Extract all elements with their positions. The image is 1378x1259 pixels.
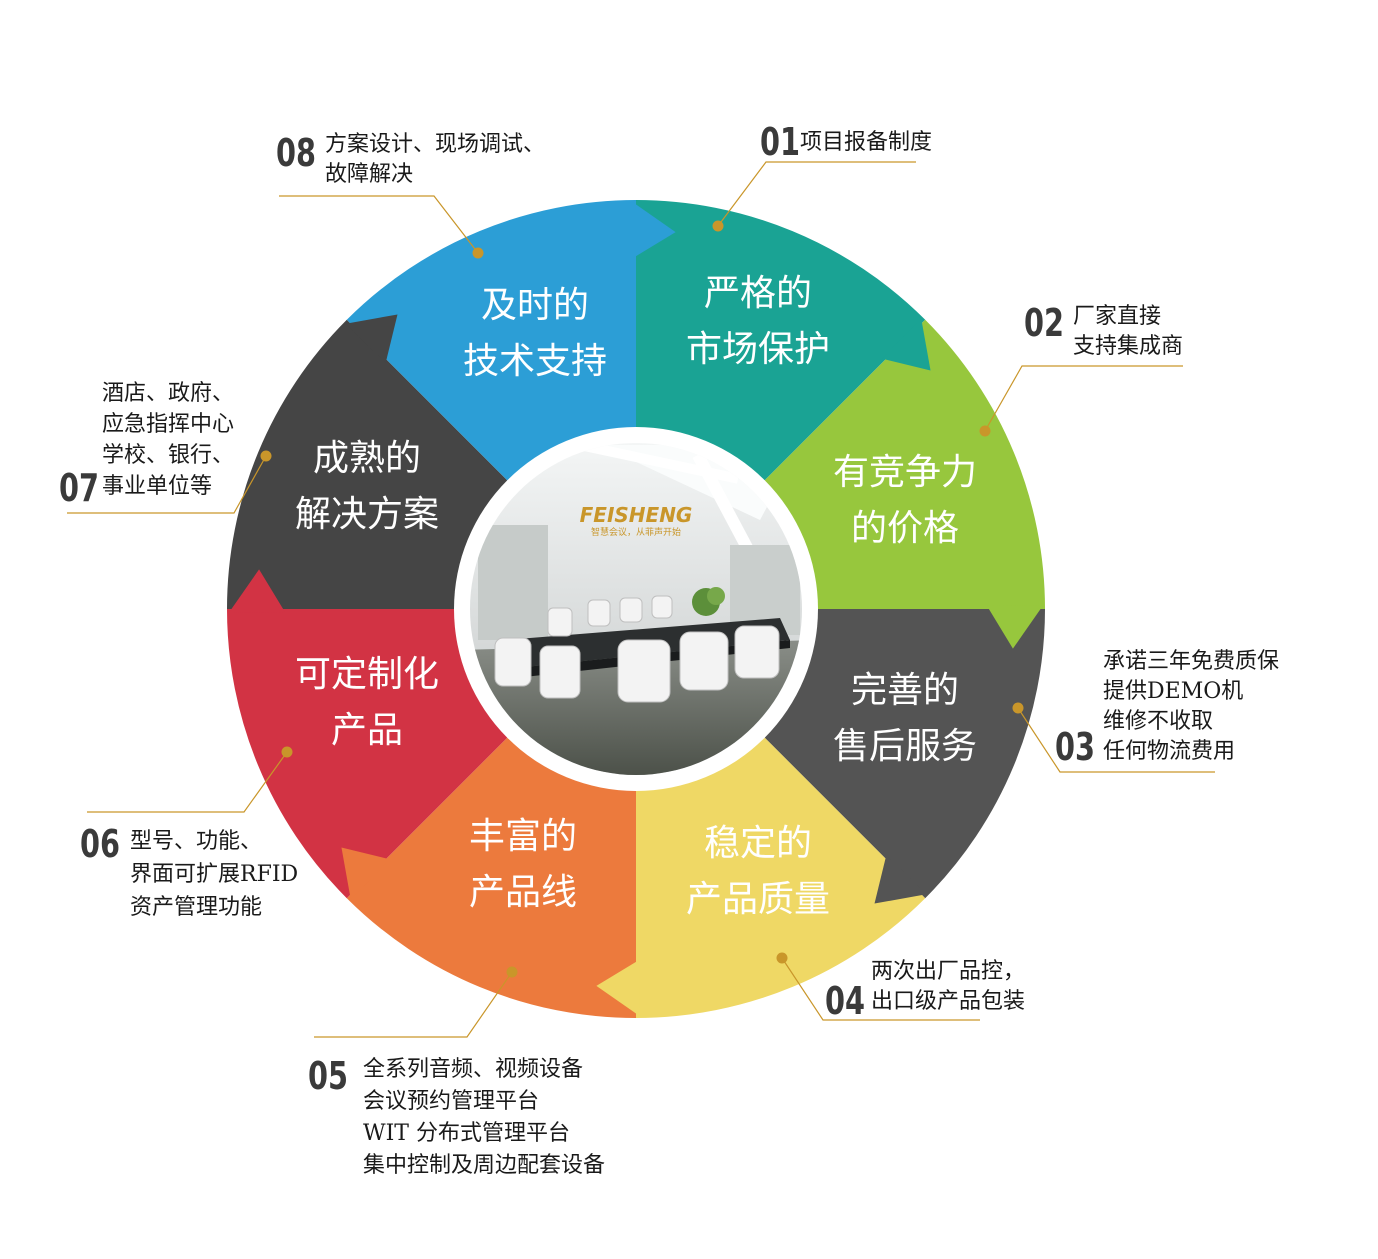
segment-label: 严格的 — [704, 273, 812, 314]
brand-logo: FEISHENG — [580, 503, 693, 527]
leader-dot — [1012, 702, 1024, 714]
segment-s08 — [346, 200, 636, 482]
segment-s05 — [346, 736, 636, 1018]
annotation-text: 厂家直接 — [1073, 304, 1161, 329]
annotation-text: 出口级产品包装 — [871, 989, 1025, 1014]
annotation-number: 06 — [80, 822, 120, 866]
segment-label: 产品质量 — [686, 879, 830, 920]
leader-dot — [712, 220, 724, 232]
annotation-text: 会议预约管理平台 — [363, 1089, 539, 1114]
annotation-text: 全系列音频、视频设备 — [363, 1057, 583, 1082]
annotation-text: 维修不收取 — [1103, 709, 1213, 734]
segment-s02 — [763, 319, 1045, 609]
annotation-text: 两次出厂品控， — [871, 959, 1025, 984]
leader-line — [1017, 707, 1215, 773]
leader-line — [781, 957, 980, 1021]
leader-dot — [260, 450, 272, 462]
segment-s06 — [227, 609, 509, 899]
annotation-text: 支持集成商 — [1073, 334, 1183, 359]
annotation-number: 02 — [1024, 301, 1064, 345]
segment-s03 — [763, 609, 1045, 899]
segment-label: 技术支持 — [463, 341, 607, 382]
segment-s07 — [227, 319, 509, 609]
annotation-number: 04 — [825, 979, 865, 1023]
annotation-text: 项目报备制度 — [800, 130, 932, 155]
annotation-number: 07 — [59, 466, 99, 510]
segment-label: 丰富的 — [469, 816, 577, 857]
segment-label: 市场保护 — [686, 329, 830, 370]
segment-label: 成熟的 — [313, 438, 421, 479]
annotation-text: 界面可扩展RFID — [130, 862, 298, 887]
leader-dot — [472, 247, 484, 259]
segment-label: 及时的 — [481, 285, 589, 326]
segment-label: 稳定的 — [704, 823, 812, 864]
segment-arrow — [596, 959, 640, 1016]
leader-line — [279, 195, 479, 254]
segment-arrow — [632, 202, 676, 259]
annotation-text: 方案设计、现场调试、 — [325, 132, 545, 157]
leader-line — [314, 971, 513, 1038]
segment-label: 可定制化 — [295, 654, 439, 695]
annotation-text: 故障解决 — [325, 162, 413, 187]
annotation-06: 06 型号、功能、界面可扩展RFID 资产管理功能 — [80, 822, 298, 920]
segment-s04 — [636, 736, 926, 1018]
annotation-text: 提供DEMO机 — [1103, 679, 1243, 704]
annotation-text: 学校、银行、 — [102, 443, 234, 468]
leader-dot — [281, 746, 293, 758]
segment-arrow — [882, 318, 931, 371]
segment-label: 产品线 — [469, 872, 577, 913]
leader-line — [984, 365, 1183, 432]
annotation-text: 应急指挥中心 — [102, 412, 234, 437]
segment-arrow — [986, 605, 1043, 649]
segment-arrow — [345, 314, 398, 363]
annotation-text: 承诺三年免费质保 — [1103, 649, 1279, 674]
leader-line — [717, 161, 916, 227]
leader-lines — [67, 161, 1215, 1038]
leader-line — [67, 455, 267, 514]
annotation-text: 资产管理功能 — [130, 895, 262, 920]
annotation-text: 型号、功能、 — [130, 829, 262, 854]
segment-label: 的价格 — [851, 508, 959, 549]
annotation-text: 酒店、政府、 — [102, 381, 234, 406]
leader-dot — [776, 952, 788, 964]
leader-dot — [506, 966, 518, 978]
leader-line — [87, 751, 288, 813]
segment-label: 售后服务 — [833, 726, 977, 767]
annotation-text: 事业单位等 — [102, 474, 212, 499]
annotation-number: 08 — [276, 131, 316, 175]
segment-label: 产品 — [331, 710, 403, 751]
annotation-08: 08 方案设计、现场调试、故障解决 — [276, 131, 545, 187]
annotation-number: 03 — [1055, 725, 1095, 769]
segment-s01 — [636, 200, 926, 482]
annotation-text: 任何物流费用 — [1103, 739, 1235, 764]
segment-label: 解决方案 — [295, 494, 439, 535]
annotation-text: WIT 分布式管理平台 — [363, 1121, 570, 1146]
leader-dot — [979, 425, 991, 437]
annotation-text: 集中控制及周边配套设备 — [363, 1153, 605, 1178]
conference-room-photo: FEISHENG 智慧会议，从菲声开始 — [454, 427, 818, 791]
annotation-number: 05 — [308, 1054, 348, 1098]
brand-slogan: 智慧会议，从菲声开始 — [591, 526, 681, 538]
segment-label: 有竞争力 — [833, 452, 977, 493]
segment-arrow — [341, 847, 390, 900]
segment-label: 完善的 — [851, 670, 959, 711]
segment-arrow — [874, 855, 927, 904]
annotation-number: 01 — [760, 120, 800, 164]
segment-arrow — [229, 569, 286, 613]
